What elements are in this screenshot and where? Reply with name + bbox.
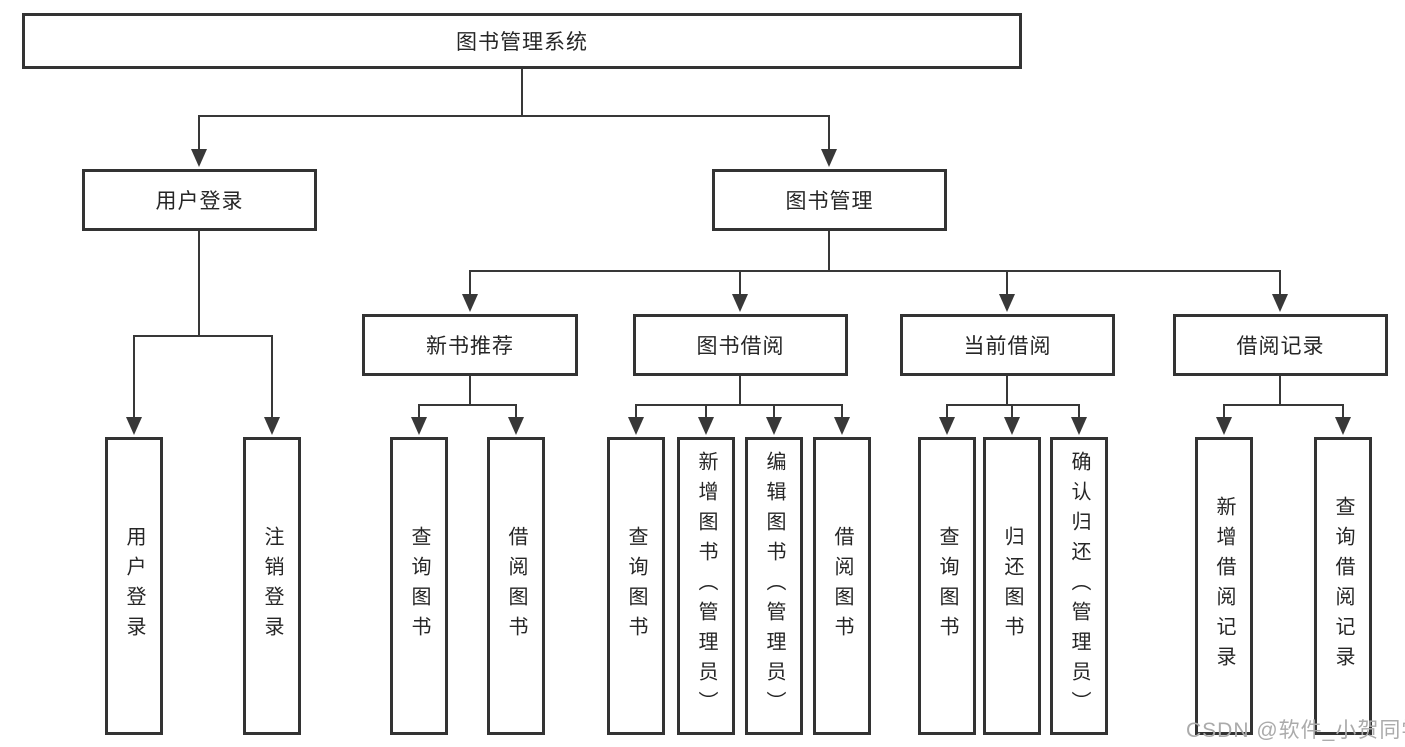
arrowhead-down-icon [411,417,427,435]
node-label: 新书推荐 [426,335,514,358]
node-book-borrow: 图书借阅 [633,314,848,376]
arrowhead-down-icon [508,417,524,435]
arrowhead-down-icon [126,417,142,435]
leaf-return-books: 归还图书 [983,437,1041,735]
connector-to-borrow-records [1279,270,1281,296]
node-label: 借阅记录 [1236,335,1325,358]
connector-book-borrow-rail [635,404,843,406]
arrowhead-down-icon [264,417,280,435]
arrowhead-down-icon [698,417,714,435]
connector-current-borrow-stem [1006,376,1008,406]
node-label: 查询图书 [625,526,647,646]
arrowhead-down-icon [1216,417,1232,435]
connector-to-book-borrow [739,270,741,296]
node-label: 借阅图书 [831,526,853,646]
connector-to-leaf [635,404,637,419]
arrowhead-down-icon [732,294,748,312]
node-label: 图书管理 [785,190,874,213]
arrowhead-down-icon [1071,417,1087,435]
node-current-borrow: 当前借阅 [900,314,1115,376]
node-label: 用户登录 [123,526,145,646]
arrowhead-down-icon [939,417,955,435]
node-label: 图书管理系统 [456,31,588,54]
leaf-edit-books-admin: 编辑图书（管理员） [745,437,803,735]
connector-borrow-records-stem [1279,376,1281,406]
node-label: 用户登录 [155,190,244,213]
connector-to-leaf [705,404,707,419]
arrowhead-down-icon [462,294,478,312]
connector-to-leaf [841,404,843,419]
node-new-book-recommend: 新书推荐 [362,314,578,376]
leaf-add-books-admin: 新增图书（管理员） [677,437,735,735]
arrowhead-down-icon [1004,417,1020,435]
node-label: 查询图书 [936,526,958,646]
connector-root-rail [198,115,830,117]
node-label: 新增图书（管理员） [695,451,717,721]
connector-to-book-management [828,115,830,150]
node-label: 注销登录 [261,526,283,646]
leaf-query-books-recommend: 查询图书 [390,437,448,735]
leaf-borrow-books: 借阅图书 [813,437,871,735]
connector-to-user-login [198,115,200,150]
node-label: 归还图书 [1001,526,1023,646]
arrowhead-down-icon [999,294,1015,312]
leaf-logout: 注销登录 [243,437,301,735]
node-label: 查询图书 [408,526,430,646]
node-root: 图书管理系统 [22,13,1022,69]
connector-current-borrow-rail [946,404,1080,406]
node-user-login: 用户登录 [82,169,317,231]
connector-to-leaf [515,404,517,419]
connector-to-leaf [1342,404,1344,419]
connector-to-leaf-logout [271,335,273,419]
node-label: 编辑图书（管理员） [763,451,785,721]
arrowhead-down-icon [821,149,837,167]
arrowhead-down-icon [766,417,782,435]
connector-book-management-rail [469,270,1281,272]
node-label: 图书借阅 [696,335,785,358]
connector-user-login-stem [198,231,200,337]
arrowhead-down-icon [1272,294,1288,312]
leaf-borrow-books-recommend: 借阅图书 [487,437,545,735]
node-label: 新增借阅记录 [1213,496,1235,676]
connector-to-new-book [469,270,471,296]
leaf-add-borrow-record: 新增借阅记录 [1195,437,1253,735]
csdn-watermark: CSDN @软件_小贺同学 [1186,719,1405,742]
leaf-query-books-current: 查询图书 [918,437,976,735]
leaf-confirm-return-admin: 确认归还（管理员） [1050,437,1108,735]
connector-to-leaf [1011,404,1013,419]
node-label: 当前借阅 [963,335,1052,358]
connector-to-leaf-user-login [133,335,135,419]
leaf-user-login: 用户登录 [105,437,163,735]
arrowhead-down-icon [1335,417,1351,435]
node-borrow-records: 借阅记录 [1173,314,1388,376]
connector-to-current-borrow [1006,270,1008,296]
connector-to-leaf [418,404,420,419]
connector-new-book-rail [418,404,517,406]
connector-user-login-rail [133,335,273,337]
connector-new-book-stem [469,376,471,406]
connector-root-stem [521,69,523,117]
connector-to-leaf [1078,404,1080,419]
node-label: 确认归还（管理员） [1068,451,1090,721]
connector-book-borrow-stem [739,376,741,406]
node-book-management: 图书管理 [712,169,947,231]
node-label: 查询借阅记录 [1332,496,1354,676]
connector-book-management-stem [828,231,830,272]
connector-to-leaf [1223,404,1225,419]
connector-to-leaf [946,404,948,419]
arrowhead-down-icon [834,417,850,435]
node-label: 借阅图书 [505,526,527,646]
arrowhead-down-icon [191,149,207,167]
leaf-query-books-borrow: 查询图书 [607,437,665,735]
leaf-query-borrow-record: 查询借阅记录 [1314,437,1372,735]
connector-to-leaf [773,404,775,419]
arrowhead-down-icon [628,417,644,435]
connector-borrow-records-rail [1223,404,1344,406]
